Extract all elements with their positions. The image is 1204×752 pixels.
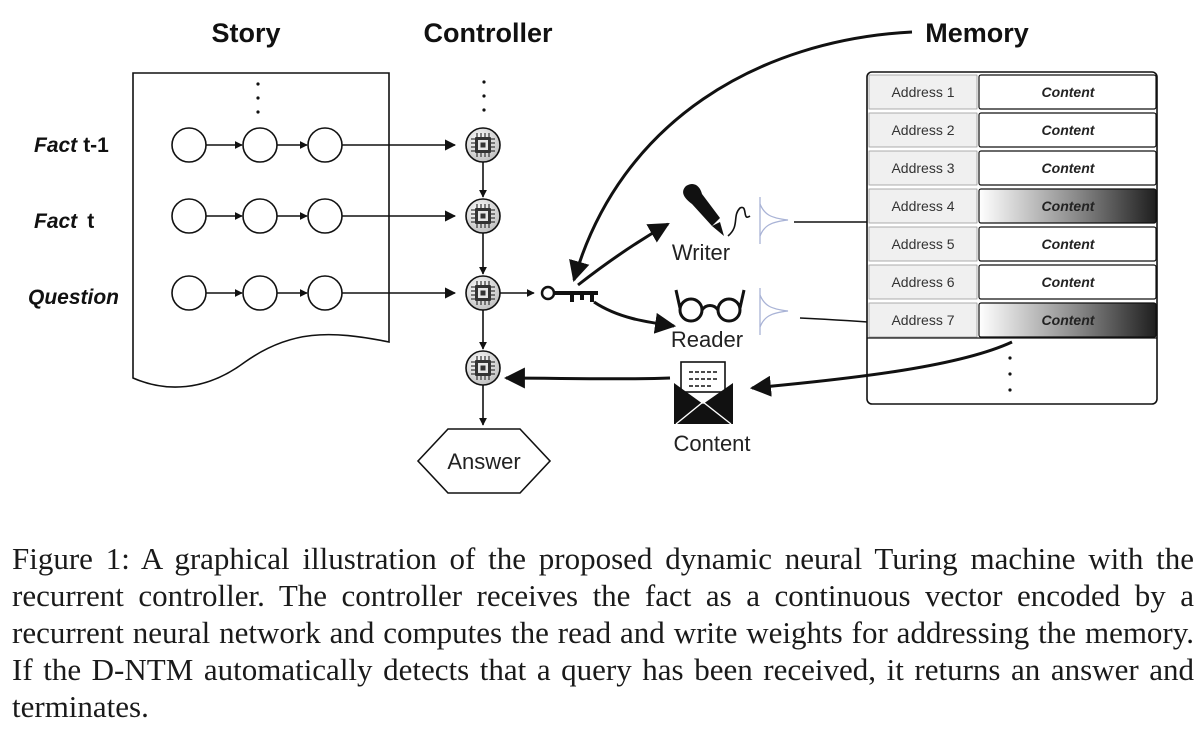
- memory-content-cell: [978, 112, 1157, 148]
- content-to-controller-arrow: [503, 367, 671, 389]
- memory-address-label: Address 1: [891, 84, 954, 100]
- memory-content-label: Content: [1042, 312, 1096, 328]
- memory-address-label: Address 4: [891, 198, 954, 214]
- figure-caption: Figure 1: A graphical illustration of th…: [12, 541, 1194, 724]
- memory-address-cell: [868, 74, 978, 110]
- key-to-writer-arrow: [577, 222, 670, 287]
- story-header: Story: [211, 18, 280, 48]
- memory-row: Address 7 Content: [868, 302, 1157, 338]
- memory-address-label: Address 2: [891, 122, 954, 138]
- chip-icon: [465, 198, 501, 234]
- rnn-row-question: [171, 275, 457, 311]
- memory-content-label: Content: [1042, 274, 1096, 290]
- memory-address-cell: [868, 226, 978, 262]
- memory-address-label: Address 3: [891, 160, 954, 176]
- attention-curve-icon: [759, 197, 789, 244]
- memory-ellipsis: [1008, 356, 1012, 392]
- memory-content-cell: [978, 302, 1157, 338]
- rnn-row-fact-t-1: [171, 127, 457, 163]
- controller-header: Controller: [423, 18, 552, 48]
- content-label: Content: [673, 431, 750, 456]
- memory-row: Address 2 Content: [868, 112, 1157, 148]
- envelope-icon: [674, 361, 733, 425]
- memory-address-label: Address 6: [891, 274, 954, 290]
- memory-row: Address 4 Content: [868, 188, 1157, 224]
- memory-content-label: Content: [1042, 122, 1096, 138]
- memory-content-label: Content: [1042, 236, 1096, 252]
- story-ellipsis: [256, 82, 260, 114]
- writer-label: Writer: [672, 240, 730, 265]
- memory-row: Address 5 Content: [868, 226, 1157, 262]
- chip-icon: [465, 275, 501, 311]
- memory-content-cell: [978, 188, 1157, 224]
- memory-address-cell: [868, 150, 978, 186]
- memory-address-label: Address 7: [891, 312, 954, 328]
- memory-content-label: Content: [1042, 84, 1096, 100]
- memory-content-cell: [978, 150, 1157, 186]
- pen-icon: [683, 183, 751, 237]
- memory-row: Address 6 Content: [868, 264, 1157, 300]
- memory-to-content-arrow: [749, 340, 1013, 397]
- reader-label: Reader: [671, 327, 743, 352]
- glasses-icon: [674, 289, 746, 323]
- memory-content-cell: [978, 74, 1157, 110]
- attention-curve-icon: [759, 288, 789, 335]
- rnn-row-fact-t: [171, 198, 457, 234]
- memory-address-cell: [868, 302, 978, 338]
- memory-address-cell: [868, 188, 978, 224]
- key-to-reader-arrow: [593, 300, 677, 334]
- memory-to-key-arrow: [569, 30, 913, 283]
- memory-address-label: Address 5: [891, 236, 954, 252]
- memory-address-cell: [868, 112, 978, 148]
- controller-ellipsis: [482, 80, 486, 112]
- memory-row: Address 1 Content: [868, 74, 1157, 110]
- chip-icon: [465, 127, 501, 163]
- memory-content-label: Content: [1042, 198, 1096, 214]
- memory-header: Memory: [925, 18, 1029, 48]
- memory-content-label: Content: [1042, 160, 1096, 176]
- answer-label: Answer: [447, 449, 520, 474]
- key-icon: [540, 285, 598, 302]
- chip-icon: [465, 350, 501, 386]
- memory-address-cell: [868, 264, 978, 300]
- memory-content-cell: [978, 264, 1157, 300]
- answer-node: Answer: [416, 428, 552, 494]
- row-label-question: Question: [28, 286, 119, 309]
- memory-row: Address 3 Content: [868, 150, 1157, 186]
- memory-content-cell: [978, 226, 1157, 262]
